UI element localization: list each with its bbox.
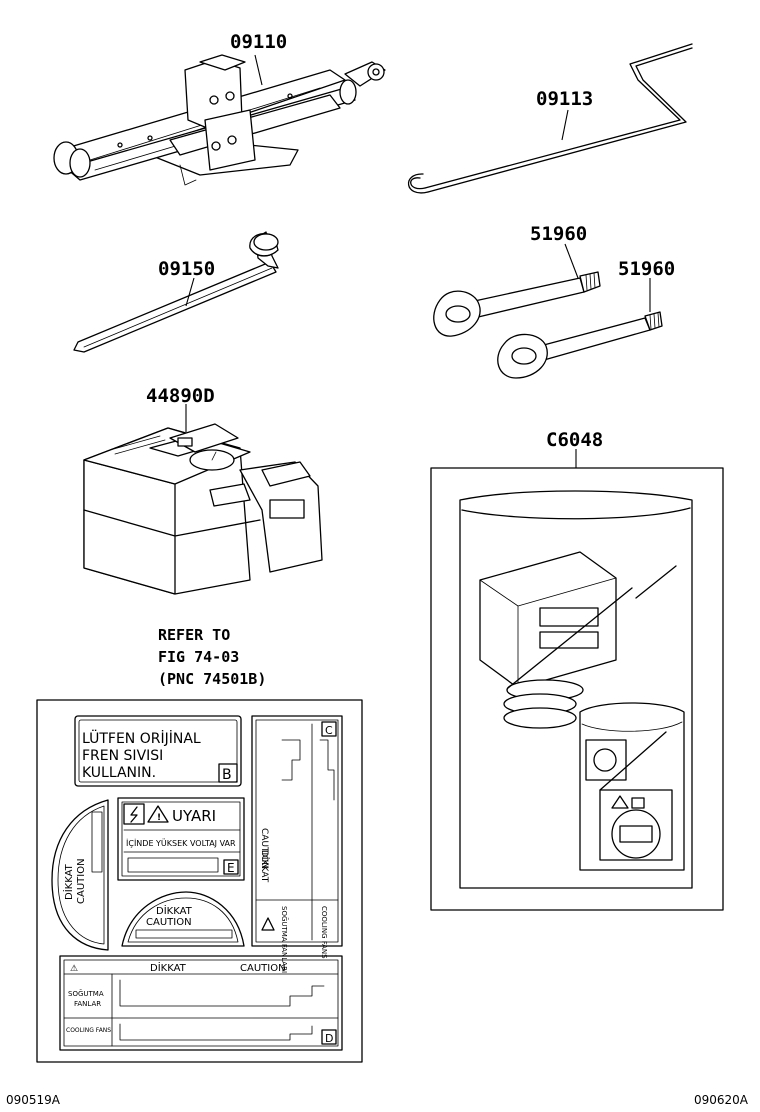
label-c-sogutma: SOĞUTMA FANLARI	[280, 906, 289, 973]
wheel-wrench-drawing	[73, 231, 279, 353]
label-e-subtitle: İÇİNDE YÜKSEK VOLTAJ VAR	[126, 838, 236, 848]
label-e-letter: E	[227, 861, 235, 875]
part-number-09110: 09110	[230, 31, 287, 53]
part-number-44890D: 44890D	[146, 385, 215, 407]
arc-mid-dikkat: DİKKAT	[156, 904, 193, 917]
reference-line-1: REFER TO	[158, 626, 230, 644]
part-number-C6048: C6048	[546, 429, 603, 451]
label-d-caution: CAUTION	[240, 963, 286, 974]
towing-eye-lower-drawing	[497, 311, 663, 379]
label-d-warning-mark: ⚠	[70, 964, 78, 974]
part-number-09113: 09113	[536, 88, 593, 110]
label-d-sogutma-1: SOĞUTMA	[68, 989, 104, 998]
arc-mid-caution: CAUTION	[146, 917, 192, 928]
part-number-51960-a: 51960	[530, 223, 587, 245]
arc-left-dikkat: DİKKAT	[62, 863, 75, 900]
label-b-line-3: KULLANIN.	[82, 765, 156, 781]
figure-code-right: 090620A	[694, 1093, 749, 1107]
label-d-sogutma-2: FANLAR	[74, 1000, 101, 1008]
label-e-warning-mark: !	[157, 813, 161, 823]
tire-repair-kit-drawing	[83, 423, 323, 595]
towing-eye-upper-drawing	[433, 271, 601, 337]
label-e-title: UYARI	[172, 807, 216, 825]
label-b-line-2: FREN SIVISI	[82, 748, 163, 764]
label-d-cooling: COOLING FANS	[66, 1027, 111, 1034]
label-c-caution: CAUTION	[259, 828, 269, 869]
jack-drawing	[53, 54, 386, 186]
label-c-letter: C	[325, 724, 333, 737]
label-d-dikkat: DİKKAT	[150, 961, 187, 974]
label-c-cooling: COOLING FANS	[320, 906, 328, 959]
part-number-09150: 09150	[158, 258, 215, 280]
reference-line-2: FIG 74-03	[158, 648, 239, 666]
label-d-letter: D	[325, 1032, 333, 1045]
label-b-letter: B	[222, 767, 232, 783]
label-c-dikkat: DİKKAT	[259, 850, 270, 883]
arc-left-caution: CAUTION	[76, 858, 87, 904]
part-number-51960-b: 51960	[618, 258, 675, 280]
caution-label-c6048-drawing	[430, 467, 724, 911]
label-b-line-1: LÜTFEN ORİJİNAL	[82, 729, 201, 747]
jack-handle-drawing	[407, 43, 693, 194]
label-sheet: LÜTFEN ORİJİNAL FREN SIVISI KULLANIN. B …	[36, 699, 363, 1063]
figure-code-left: 090519A	[6, 1093, 61, 1107]
reference-line-3: (PNC 74501B)	[158, 670, 266, 688]
